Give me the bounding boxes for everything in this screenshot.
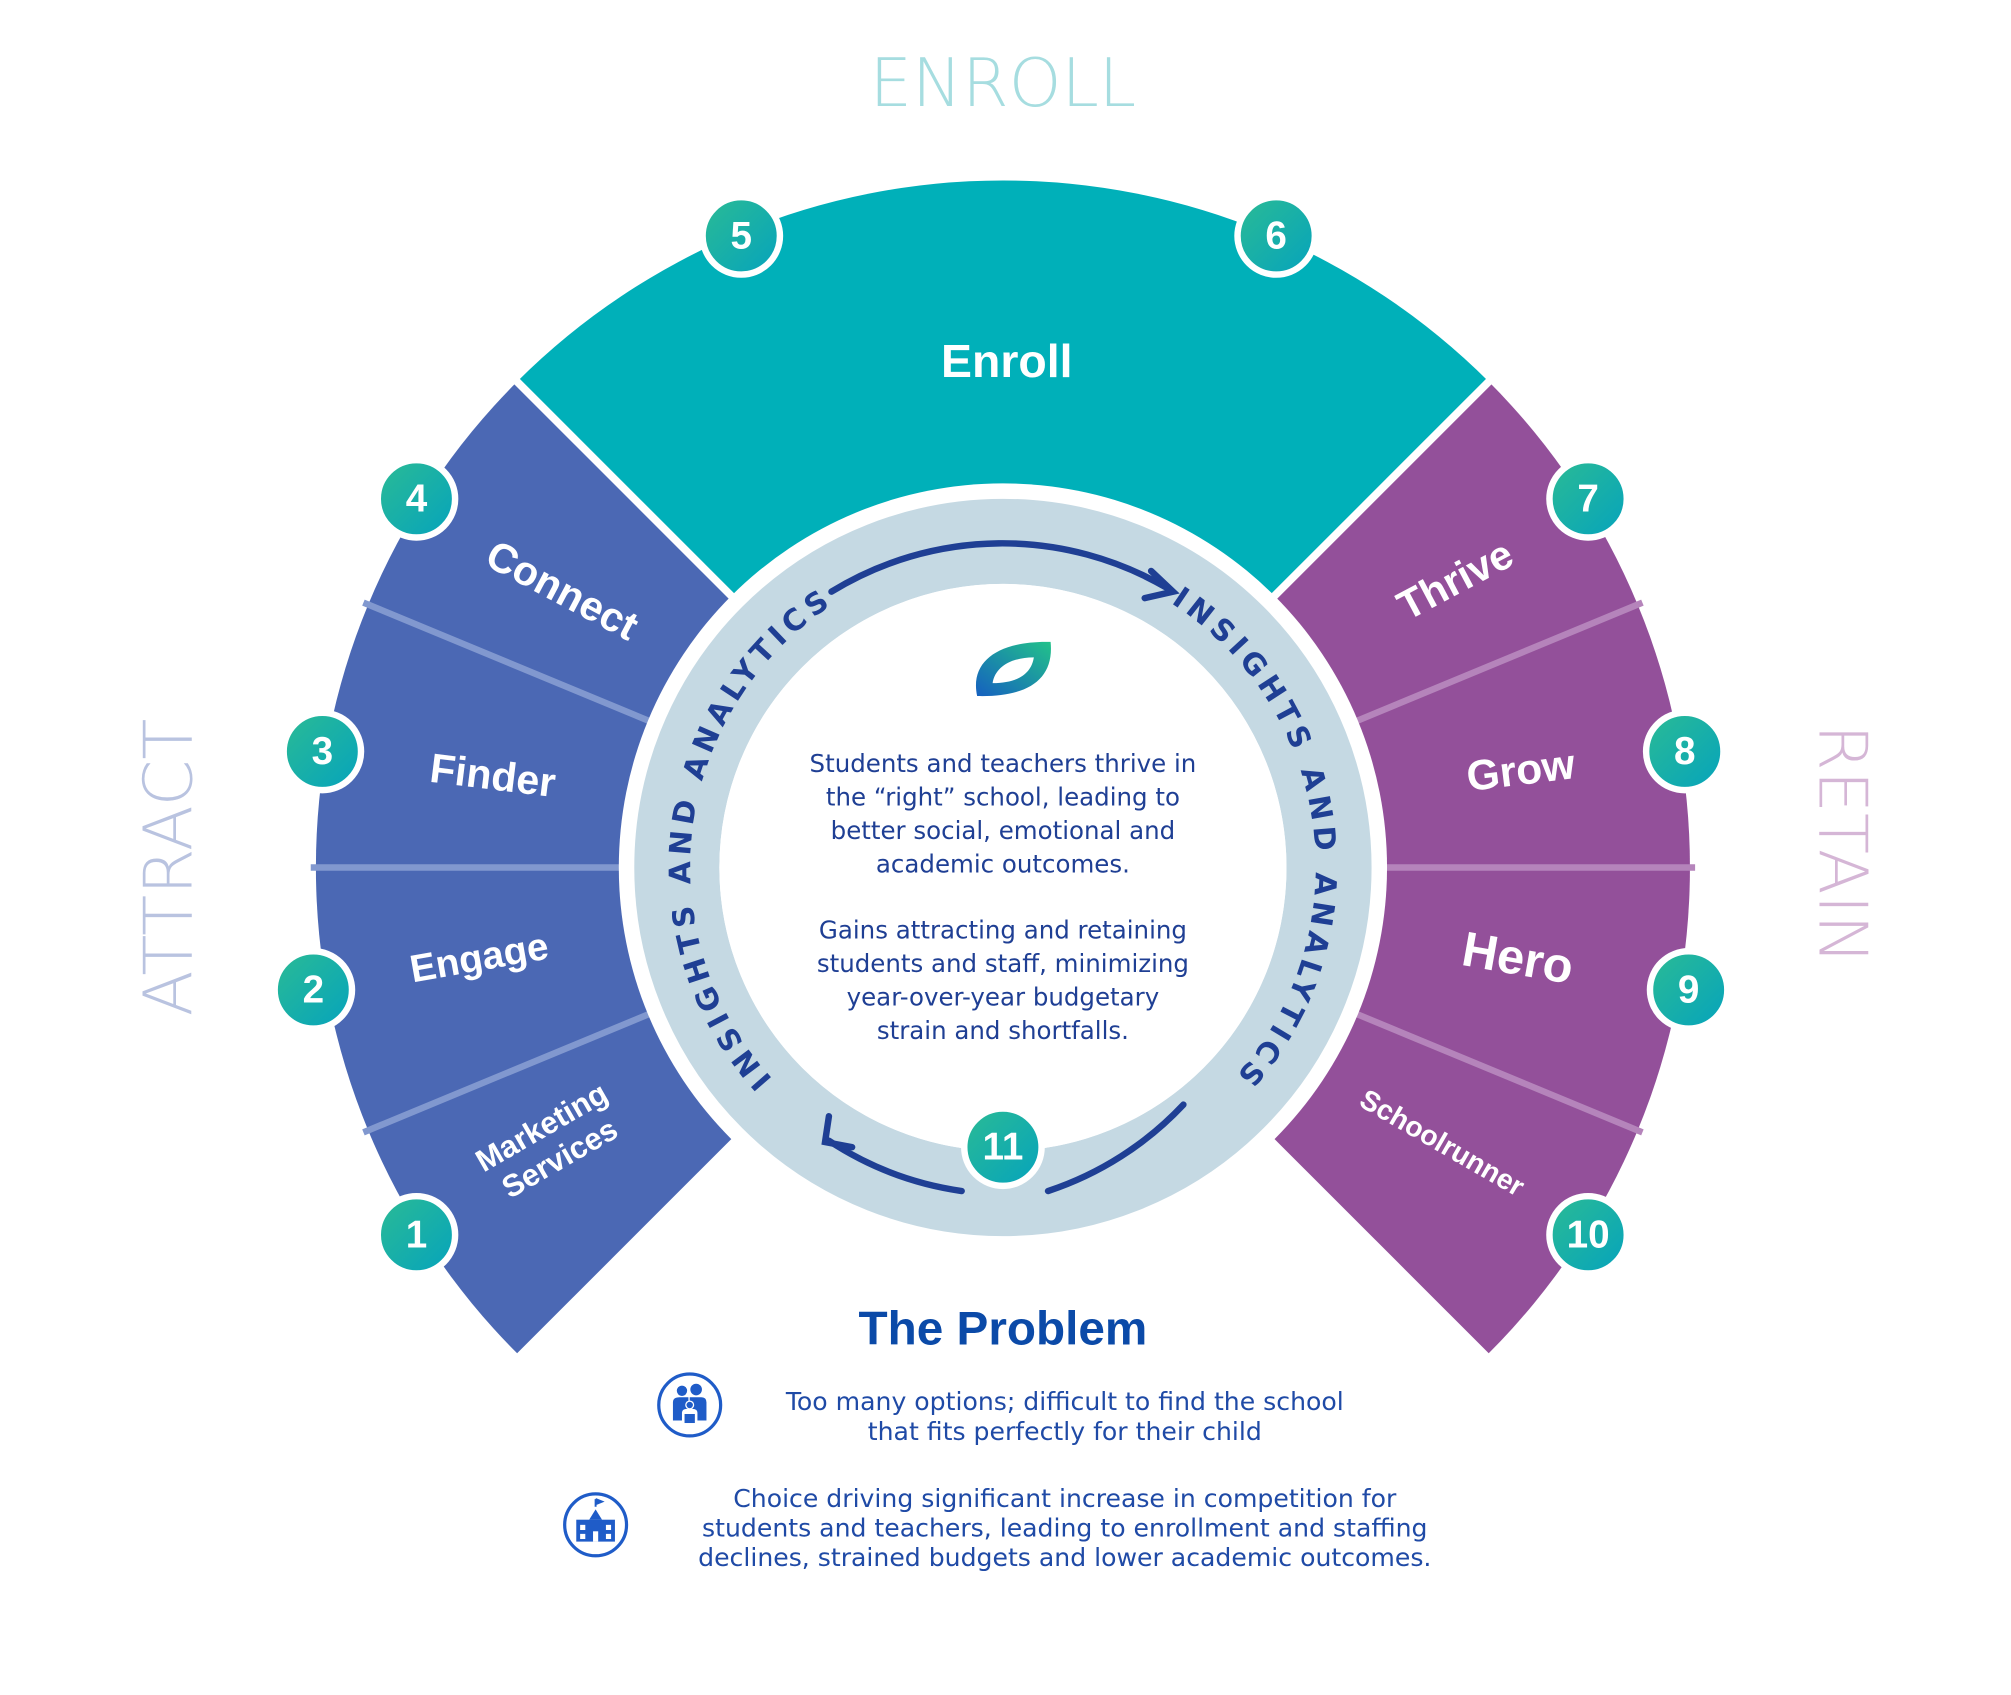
badge-number: 6	[1265, 214, 1287, 257]
badge-number: 2	[303, 968, 325, 1011]
center-disc	[719, 583, 1287, 1152]
badge-circle	[1646, 948, 1731, 1032]
badge-circle	[374, 1192, 459, 1277]
cycle-arrows	[821, 540, 1187, 1195]
badge-circle	[699, 193, 784, 278]
badge-circle	[374, 456, 459, 541]
center-line: better social, emotional and	[831, 816, 1176, 845]
badge-number: 7	[1577, 477, 1599, 520]
segment-label-enroll: Enroll	[941, 335, 1072, 387]
phase-title-attract: ATTRACT	[129, 719, 207, 1017]
center-line: academic outcomes.	[876, 850, 1130, 879]
center-line: Gains attracting and retaining	[819, 915, 1187, 944]
center-line: students and staff, minimizing	[817, 949, 1189, 978]
arrow-bottom-left-head	[821, 1113, 856, 1151]
step-badge-3: 3	[280, 709, 365, 794]
step-badge-1: 1	[374, 1192, 459, 1277]
problem-title: The Problem	[859, 1302, 1148, 1355]
step-badge-7: 7	[1546, 456, 1631, 541]
step-badge-8: 8	[1642, 709, 1727, 794]
badge-circle	[1642, 709, 1727, 794]
badge-circle	[271, 948, 356, 1032]
badge-number: 8	[1674, 730, 1696, 773]
number-badges: 1 2 3 4 5 6 7 8 9 10 11	[271, 193, 1731, 1277]
step-badge-9: 9	[1646, 948, 1731, 1032]
step-badge-5: 5	[699, 193, 784, 278]
problem-item-2-line: Choice driving significant increase in c…	[733, 1484, 1397, 1513]
phase-title-retain: RETAIN	[1804, 724, 1882, 964]
step-badge-10: 10	[1546, 1192, 1631, 1277]
badge-number: 5	[731, 214, 753, 257]
step-badge-11: 11	[961, 1105, 1045, 1190]
step-badge-6: 6	[1234, 193, 1319, 278]
school-icon	[563, 1492, 629, 1558]
step-badge-2: 2	[271, 948, 356, 1032]
leaf-logo-icon	[975, 641, 1051, 697]
badge-number: 3	[312, 730, 333, 773]
badge-circle	[1546, 456, 1631, 541]
badge-number: 4	[406, 477, 428, 520]
badge-number: 1	[406, 1213, 427, 1256]
family-icon	[657, 1372, 723, 1438]
arrow-top-head	[1141, 567, 1180, 602]
badge-circle	[280, 709, 365, 794]
step-badge-4: 4	[374, 456, 459, 541]
problem-item-2-line: students and teachers, leading to enroll…	[702, 1513, 1427, 1542]
badge-number: 10	[1567, 1213, 1610, 1256]
phase-title-enroll: ENROLL	[870, 44, 1136, 122]
center-line: year-over-year budgetary	[847, 982, 1160, 1011]
problem-item-1-line: Too many options; difficult to find the …	[785, 1387, 1344, 1416]
badge-number: 9	[1678, 968, 1700, 1011]
badge-circle	[961, 1105, 1045, 1190]
center-statement: Students and teachers thrive in the “rig…	[810, 749, 1197, 1045]
problem-item-2-line: declines, strained budgets and lower aca…	[698, 1543, 1431, 1572]
problem-item-1-line: that fits perfectly for their child	[868, 1417, 1262, 1446]
center-line: Students and teachers thrive in	[810, 749, 1197, 778]
arrow-top	[828, 540, 1170, 595]
badge-circle	[1546, 1192, 1631, 1277]
center-line: the “right” school, leading to	[826, 783, 1180, 812]
center-line: strain and shortfalls.	[877, 1016, 1129, 1045]
badge-circle	[1234, 193, 1319, 278]
badge-number: 11	[982, 1126, 1023, 1169]
arrow-bottom-right	[1044, 1101, 1187, 1195]
